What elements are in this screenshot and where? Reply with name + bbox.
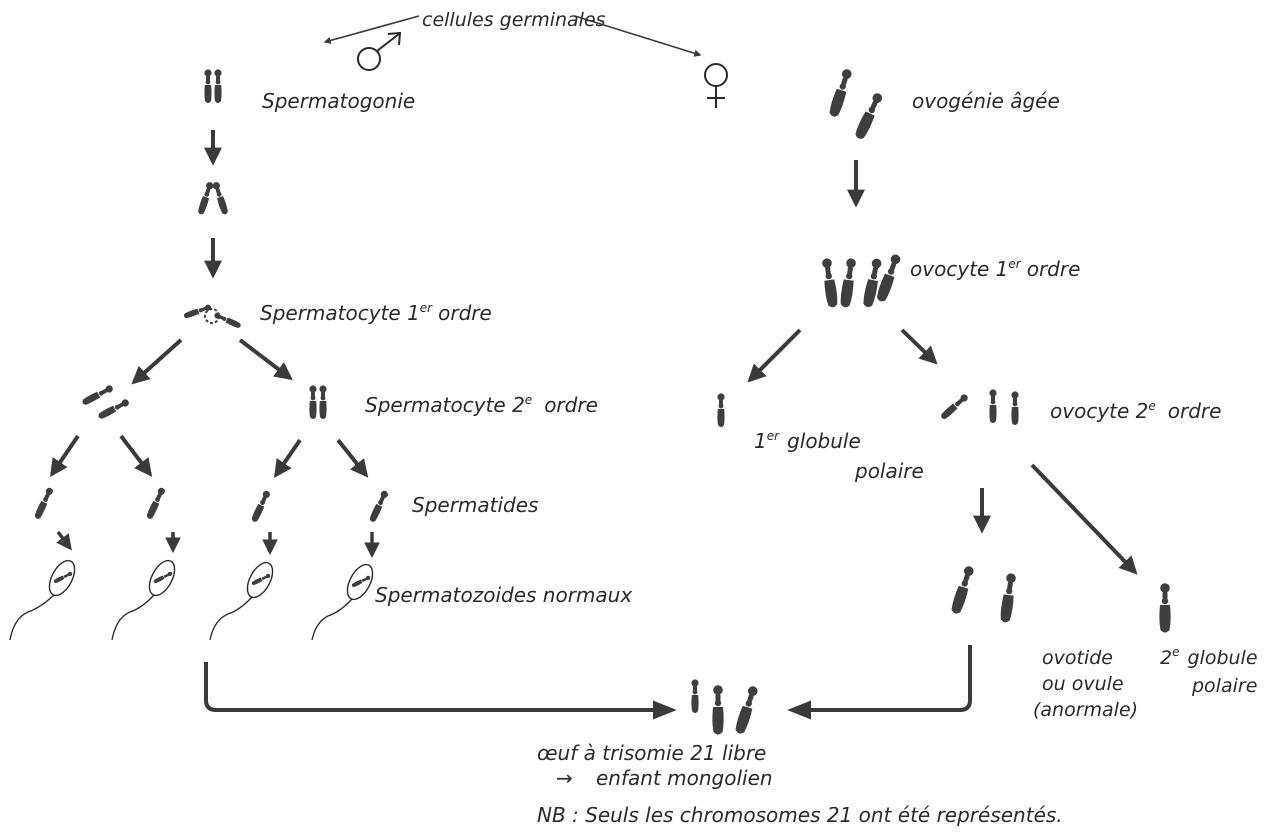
- arrow-to-second-polar-body: [1032, 465, 1135, 572]
- spermatogonie-label: Spermatogonie: [262, 89, 415, 113]
- spermatozoon: [10, 557, 80, 640]
- spermatozoon: [312, 561, 378, 640]
- spermatocyte-2-right-chromosomes: [309, 385, 326, 419]
- arrow-down-left: [52, 436, 78, 474]
- spermatocyte-1-chromosomes: [183, 304, 242, 329]
- spermatide-chromosome: [145, 487, 166, 520]
- ovotide-label-line2: ou ovule: [1042, 673, 1124, 695]
- ovotide-chromosomes: [950, 565, 1018, 623]
- spermatide-chromosome: [250, 490, 271, 523]
- spermatocyte-2-left-chromosomes: [81, 384, 130, 420]
- second-polar-body-label-line2: polaire: [1191, 675, 1257, 697]
- ovocyte-1-chromosomes: [821, 253, 903, 308]
- male-symbol-icon: [358, 33, 400, 70]
- arrow-down-right: [121, 436, 150, 474]
- female-symbol-icon: [705, 64, 727, 108]
- trisomy-egg-label: œuf à trisomie 21 libre: [537, 741, 766, 765]
- germ-cells-label: cellules germinales: [422, 9, 606, 31]
- spermatide-chromosome: [33, 487, 54, 520]
- ovotide-label-line1: ovotide: [1042, 647, 1113, 669]
- spermatide-chromosome: [368, 490, 389, 523]
- arrow-right-branch: [902, 330, 935, 362]
- ovogenie-chromosomes: [828, 68, 885, 141]
- ovotide-label-line3: (anormale): [1033, 699, 1138, 721]
- first-polar-body-chromosome: [717, 393, 724, 427]
- spermatogonie-chromosomes: [204, 69, 221, 103]
- spermatozoon: [112, 557, 180, 640]
- second-polar-body-chromosome: [1159, 583, 1170, 632]
- spermatides-label: Spermatides: [412, 493, 538, 517]
- arrow-down-right: [338, 440, 366, 475]
- footnote: NB : Seuls les chromosomes 21 ont été re…: [537, 803, 1063, 827]
- mongolian-child-label: enfant mongolien: [596, 766, 773, 790]
- arrow-to-female: [575, 16, 700, 55]
- arrow-left-branch: [134, 340, 181, 382]
- first-polar-body-label-line2: polaire: [854, 459, 924, 483]
- ovocyte-2-chromosomes: [939, 389, 1018, 425]
- result-arrow: →: [556, 766, 573, 790]
- arrow-female-to-egg: [792, 645, 970, 710]
- ovogenie-label: ovogénie âgée: [912, 89, 1060, 113]
- arrow-male-to-egg: [206, 662, 672, 710]
- trisomic-egg-chromosomes: [691, 679, 759, 735]
- spermatozoides-label: Spermatozoides normaux: [375, 583, 632, 607]
- spermatozoon: [210, 559, 278, 640]
- arrow-down-left: [276, 440, 300, 475]
- arrow-small: [58, 532, 70, 548]
- arrow-left-branch: [750, 330, 800, 380]
- arrow-to-male: [325, 16, 419, 42]
- replicated-pair-chromosomes: [197, 181, 229, 215]
- arrow-right-branch: [240, 340, 290, 378]
